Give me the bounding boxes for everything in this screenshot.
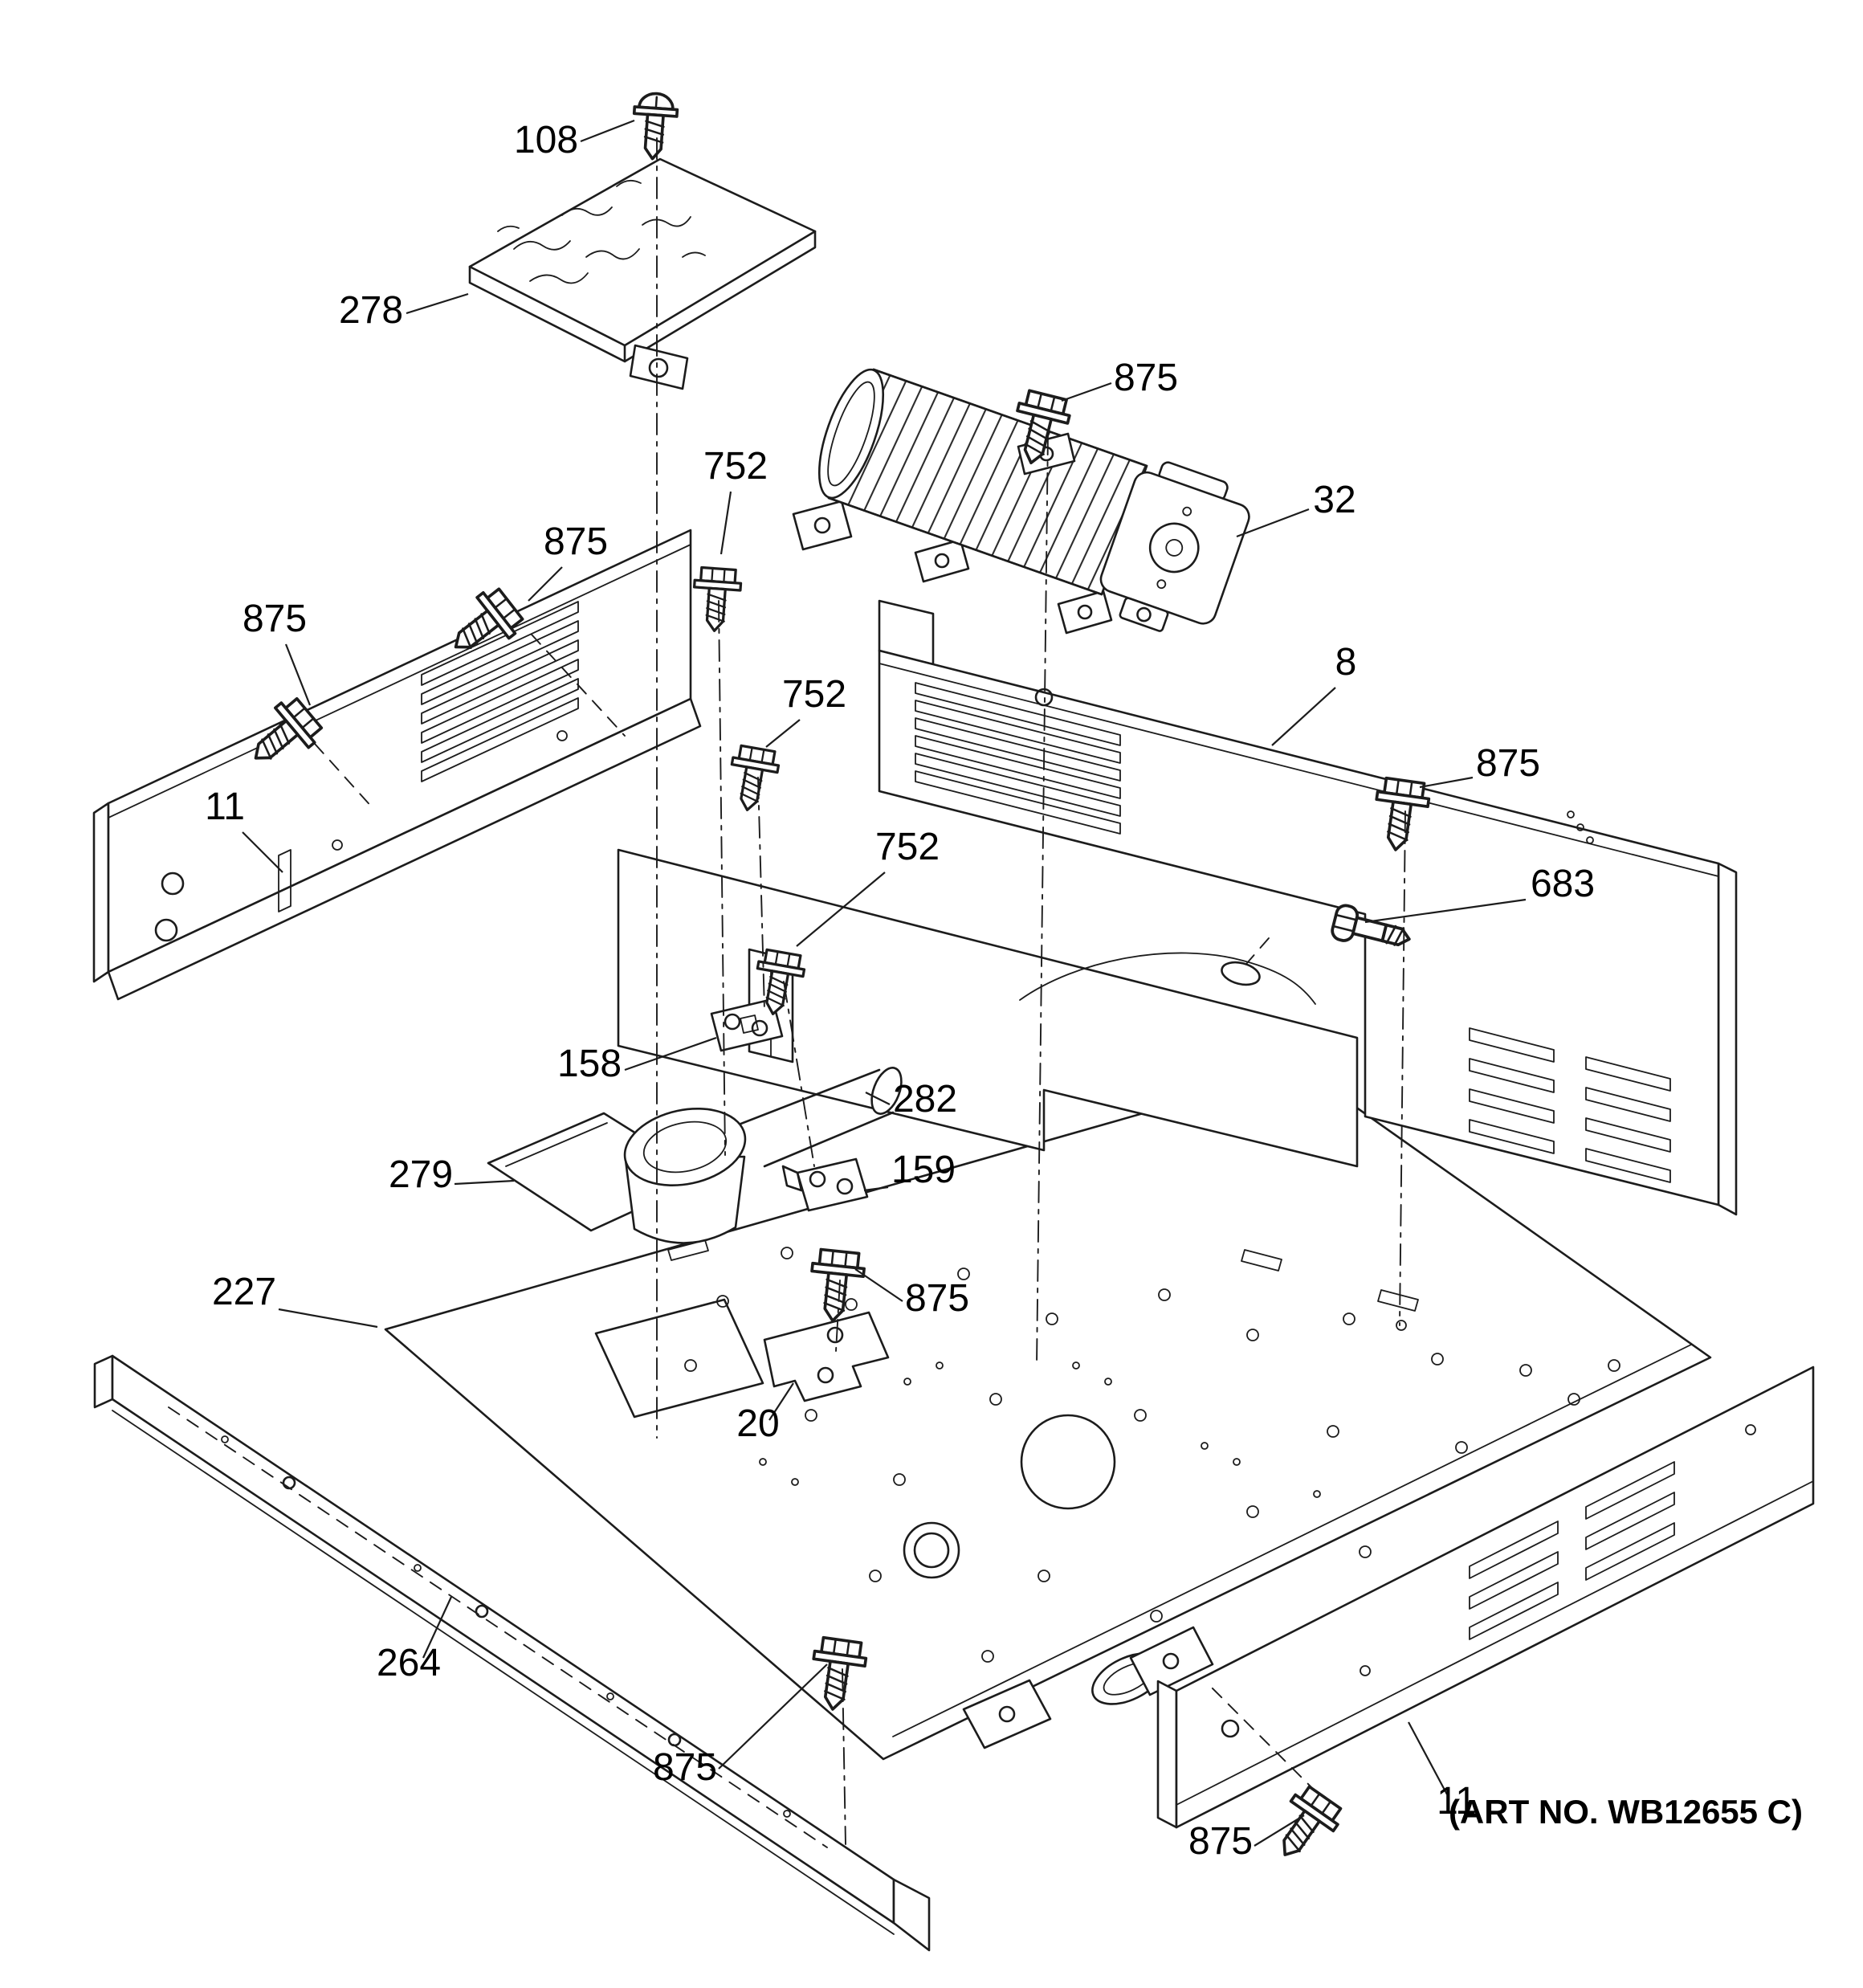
part-label-264: 264 [377, 1642, 441, 1684]
part-label-279: 279 [389, 1153, 453, 1196]
part-label-159: 159 [891, 1149, 956, 1191]
part-label-683: 683 [1531, 863, 1595, 905]
leader-line-264 [422, 1596, 452, 1659]
part-label-875: 875 [1476, 742, 1540, 785]
part-label-752: 752 [782, 673, 846, 716]
screw-875-bottom-right [1262, 1781, 1348, 1872]
part-label-32: 32 [1313, 479, 1355, 521]
art-number: (ART NO. WB12655 C) [1449, 1793, 1803, 1831]
part-label-875: 875 [243, 598, 307, 640]
leader-line-875 [1061, 382, 1112, 402]
vent-funnel-279 [487, 1108, 747, 1244]
part-label-752: 752 [703, 445, 768, 488]
leader-line-11 [242, 831, 283, 873]
part-label-20: 20 [736, 1402, 779, 1445]
leader-line-875 [854, 1268, 903, 1302]
part-label-8: 8 [1335, 641, 1357, 684]
leader-line-11 [1408, 1721, 1448, 1795]
part-label-752: 752 [875, 826, 940, 868]
screw-108 [630, 90, 680, 162]
leader-line-752 [720, 491, 732, 555]
floor-front-tab [962, 1679, 1052, 1749]
bracket-159 [781, 1157, 869, 1212]
leader-line-752 [765, 719, 801, 748]
leader-line-875 [528, 566, 563, 602]
leader-line-875 [284, 643, 312, 706]
leader-line-8 [1271, 687, 1336, 746]
leader-line-875 [718, 1663, 828, 1770]
right-side-panel-11 [1129, 1365, 1815, 1829]
front-rail-264 [93, 1354, 931, 1952]
leader-line-875 [1254, 1815, 1305, 1847]
vent-tube-282 [737, 1067, 903, 1168]
leader-line-20 [768, 1382, 794, 1421]
leader-line-683 [1364, 898, 1527, 924]
part-label-875: 875 [544, 520, 608, 563]
leader-line-282 [865, 1092, 891, 1105]
main-floor-panel-227 [384, 1067, 1712, 1761]
leader-line-227 [278, 1308, 378, 1329]
rear-panel-8 [878, 599, 1738, 1216]
bracket-158 [710, 998, 784, 1052]
leader-line-32 [1236, 508, 1310, 538]
left-side-panel-11 [92, 529, 702, 1001]
screw-752-a [690, 565, 744, 634]
bracket-20 [763, 1311, 890, 1402]
callout-layer: 108 278 875 32 752 875 875 8 752 875 683 11 752 158 28… [205, 119, 1595, 1863]
floor-holes [684, 1247, 1620, 1663]
part-label-875: 875 [1114, 357, 1178, 399]
part-label-227: 227 [212, 1271, 276, 1313]
left-panel-louvers [421, 601, 579, 782]
alignment-lines [314, 137, 1406, 1845]
blower-fan-assembly-32 [792, 368, 1250, 635]
part-label-11: 11 [205, 786, 245, 828]
leader-line-279 [454, 1179, 515, 1186]
part-label-158: 158 [557, 1043, 622, 1085]
right-panel-louvers [1469, 1461, 1675, 1640]
pad-texture [497, 179, 706, 284]
leader-line-158 [624, 1036, 717, 1072]
leader-line-159 [863, 1186, 889, 1192]
part-label-282: 282 [893, 1078, 957, 1121]
fan-motor [1099, 461, 1250, 632]
leader-line-875 [1419, 776, 1474, 789]
leader-line-278 [406, 292, 469, 315]
heat-shield-panel [617, 848, 1359, 1168]
rear-panel-louvers-left [915, 682, 1121, 835]
part-label-875: 875 [905, 1277, 969, 1320]
insulation-pad-278 [468, 157, 817, 390]
rear-panel-louvers-right [1469, 1027, 1671, 1183]
leader-line-752 [796, 872, 886, 947]
leader-line-108 [580, 119, 635, 143]
part-label-875: 875 [1188, 1820, 1253, 1863]
part-label-278: 278 [339, 289, 403, 332]
part-label-108: 108 [514, 119, 578, 161]
part-label-875: 875 [653, 1746, 717, 1789]
screw-752-b [723, 743, 782, 815]
part-label-11: 11 [1437, 1780, 1477, 1823]
